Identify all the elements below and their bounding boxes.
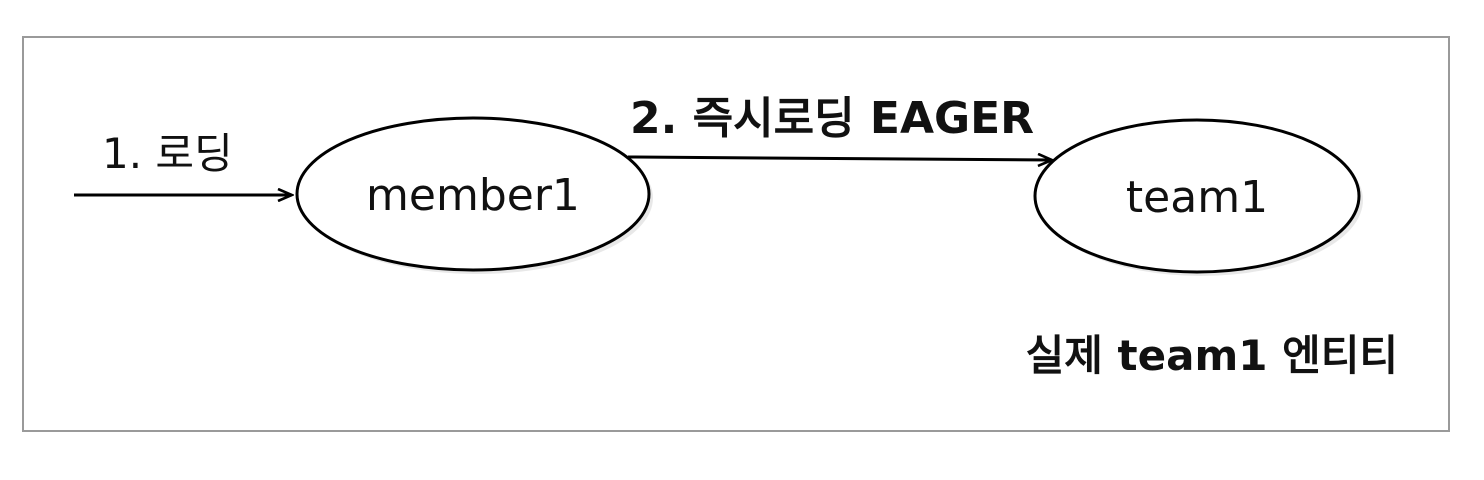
real-entity-caption: 실제 team1 엔티티 [1026,331,1398,380]
eager-step-label: 2. 즉시로딩 EAGER [630,93,1034,144]
load-step-label: 1. 로딩 [102,129,233,178]
team-node [1033,118,1361,274]
member-node-label: member1 [366,170,580,221]
team-node-label: team1 [1126,172,1268,223]
member-node [295,116,651,272]
eager-arrow [627,157,1052,160]
